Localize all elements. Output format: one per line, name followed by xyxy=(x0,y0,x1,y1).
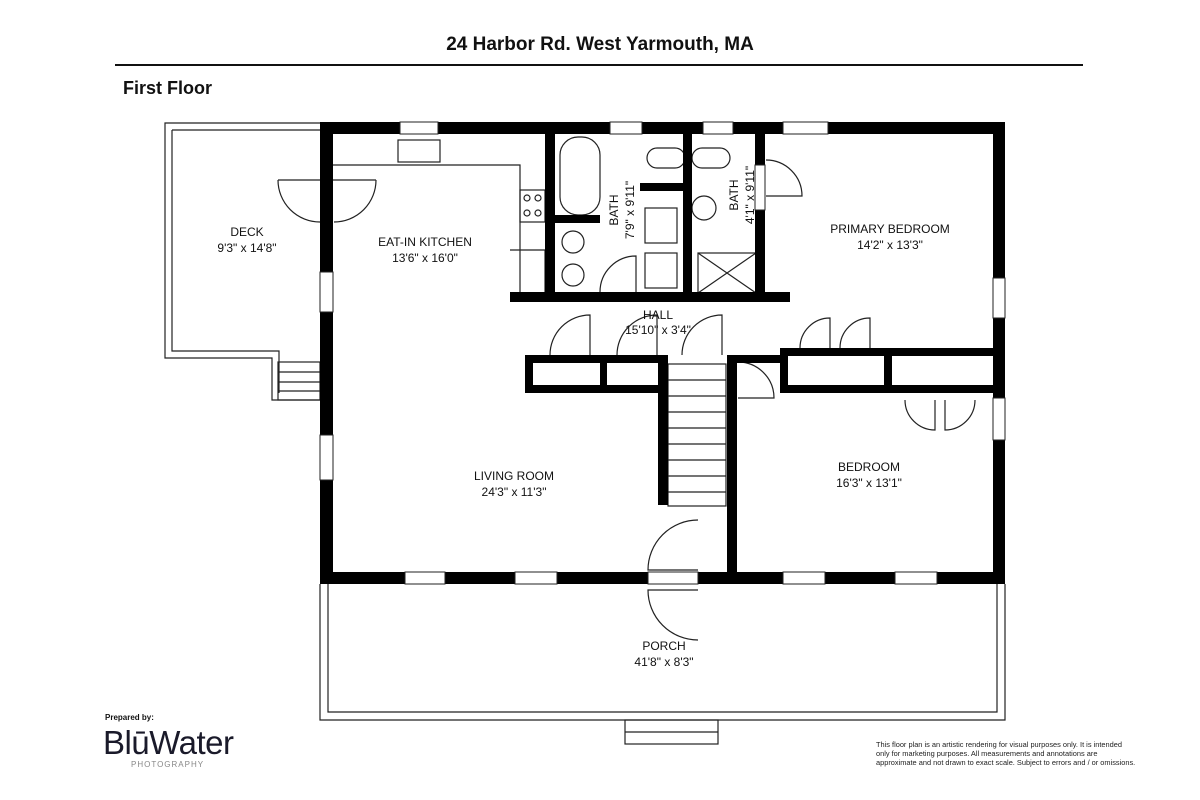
bluwater-logo: BlūWater xyxy=(103,724,234,761)
prepared-by-label: Prepared by: xyxy=(105,713,154,722)
primary-size: 14'2" x 13'3" xyxy=(857,238,923,252)
disclaimer: This floor plan is an artistic rendering… xyxy=(876,740,1136,767)
floor-label: First Floor xyxy=(123,78,212,98)
kitchen-counter xyxy=(333,164,546,292)
sink xyxy=(561,230,585,254)
living-size: 24'3" x 11'3" xyxy=(482,485,547,499)
bath1-size: 7'9" x 9'11" xyxy=(623,181,637,239)
bath1-name: BATH xyxy=(607,194,621,225)
bedroom-name: BEDROOM xyxy=(838,460,900,474)
kitchen-name: EAT-IN KITCHEN xyxy=(378,235,472,249)
bedroom-size: 16'3" x 13'1" xyxy=(836,476,902,490)
title-divider xyxy=(115,64,1083,66)
room-labels: DECK 9'3" x 14'8" EAT-IN KITCHEN 13'6" x… xyxy=(217,166,949,669)
deck-name: DECK xyxy=(230,225,263,239)
stove xyxy=(519,189,546,223)
front-door xyxy=(647,519,699,641)
hall-name: HALL xyxy=(643,308,673,322)
page-title: 24 Harbor Rd. West Yarmouth, MA xyxy=(446,34,754,55)
walls xyxy=(320,122,1005,584)
stairs xyxy=(667,363,727,507)
toilet xyxy=(646,147,686,169)
logo-subtitle: PHOTOGRAPHY xyxy=(131,760,205,769)
porch-size: 41'8" x 8'3" xyxy=(634,655,693,669)
bath2-size: 4'1" x 9'11" xyxy=(743,166,757,224)
living-name: LIVING ROOM xyxy=(474,469,554,483)
windows xyxy=(319,121,1006,585)
kitchen-sink xyxy=(397,139,441,163)
bath2-name: BATH xyxy=(727,179,741,210)
kitchen-size: 13'6" x 16'0" xyxy=(392,251,458,265)
hall-size: 15'10" x 3'4" xyxy=(625,323,691,337)
primary-name: PRIMARY BEDROOM xyxy=(830,222,950,236)
deck-size: 9'3" x 14'8" xyxy=(217,241,276,255)
deck-outline xyxy=(164,122,320,401)
deck-steps xyxy=(277,361,321,401)
porch-name: PORCH xyxy=(642,639,685,653)
bathtub xyxy=(559,136,601,216)
